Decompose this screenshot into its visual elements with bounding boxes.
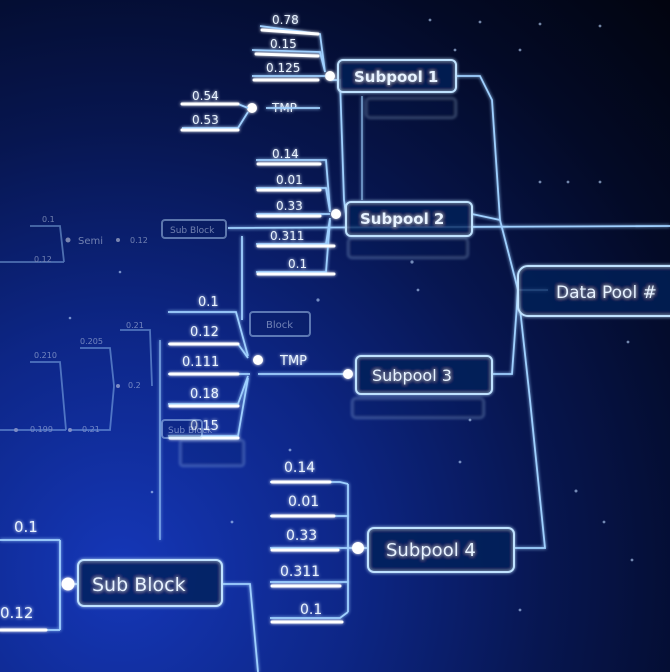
svg-text:0.12: 0.12: [190, 325, 219, 340]
svg-text:0.111: 0.111: [182, 355, 219, 370]
svg-text:0.54: 0.54: [192, 89, 219, 103]
svg-text:0.33: 0.33: [286, 528, 317, 544]
svg-text:0.01: 0.01: [288, 494, 319, 510]
svg-text:0.12: 0.12: [130, 236, 148, 245]
subpool-3-node: Subpool 3 TMP: [253, 354, 493, 395]
svg-text:0.311: 0.311: [270, 229, 304, 243]
data-pool-label: Data Pool #: [556, 283, 657, 303]
svg-text:0.33: 0.33: [276, 199, 303, 213]
svg-text:0.14: 0.14: [284, 460, 315, 476]
sub-block-values: 0.1 0.12: [0, 518, 60, 632]
svg-text:0.1: 0.1: [198, 295, 219, 310]
svg-text:Semi: Semi: [78, 236, 103, 247]
svg-text:0.21: 0.21: [82, 425, 100, 434]
svg-text:0.311: 0.311: [280, 564, 320, 580]
svg-text:0.21: 0.21: [126, 321, 144, 330]
svg-text:0.1: 0.1: [300, 602, 322, 618]
svg-text:Sub Block: Sub Block: [170, 226, 215, 236]
subpool-1-node: Subpool 1: [325, 59, 457, 93]
subpool-3-values: 0.1 0.12 0.111 0.18 0.15: [168, 295, 250, 440]
svg-text:0.1: 0.1: [14, 518, 38, 536]
subpool-3-label: Subpool 3: [372, 366, 452, 385]
svg-text:0.205: 0.205: [80, 337, 103, 346]
subpool-4-values: 0.14 0.01 0.33 0.311 0.1: [270, 460, 349, 624]
svg-text:0.1: 0.1: [42, 215, 55, 224]
svg-text:0.15: 0.15: [270, 37, 297, 51]
svg-text:0.210: 0.210: [34, 351, 57, 360]
subpool-2-label: Subpool 2: [360, 210, 444, 228]
subpool-4-label: Subpool 4: [386, 540, 476, 561]
svg-text:0.1: 0.1: [288, 257, 307, 271]
svg-text:0.15: 0.15: [190, 419, 219, 434]
sub-block-label: Sub Block: [92, 574, 186, 596]
svg-text:0.199: 0.199: [30, 425, 53, 434]
subpool-2-node: Subpool 2: [331, 201, 473, 237]
subpool-2-values: 0.14 0.01 0.33 0.311 0.1: [256, 147, 336, 276]
sub-block-small-node: Sub Block Block: [161, 219, 311, 337]
reflection-ghosts: [179, 97, 485, 467]
svg-text:0.125: 0.125: [266, 61, 300, 75]
sub-block-node: Sub Block: [61, 559, 223, 607]
svg-text:0.53: 0.53: [192, 113, 219, 127]
left-small-cluster: 0.205 0.210 0.21 0.199 0.21 0.2 Sub Bloc…: [0, 321, 213, 439]
svg-text:0.2: 0.2: [128, 381, 141, 390]
subpool-4-node: Subpool 4: [352, 527, 515, 573]
svg-text:0.14: 0.14: [272, 147, 299, 161]
svg-text:0.12: 0.12: [34, 255, 52, 264]
svg-text:Sub Block: Sub Block: [168, 426, 213, 436]
subpool-1-label: Subpool 1: [354, 68, 438, 86]
subpool-1-values: 0.78 0.15 0.125: [251, 13, 326, 82]
svg-text:Block: Block: [266, 320, 293, 331]
svg-text:0.01: 0.01: [276, 173, 303, 187]
svg-text:0.12: 0.12: [0, 604, 33, 622]
svg-text:0.18: 0.18: [190, 387, 219, 402]
tmp-mid-label: TMP: [279, 354, 307, 369]
background-dots: [68, 18, 634, 612]
svg-text:0.78: 0.78: [272, 13, 299, 27]
data-pool-node: Data Pool #: [517, 265, 670, 317]
tmp-top-node: TMP 0.54 0.53: [180, 89, 320, 132]
semi-cluster: Semi 0.1 0.12 0.12: [0, 215, 148, 264]
